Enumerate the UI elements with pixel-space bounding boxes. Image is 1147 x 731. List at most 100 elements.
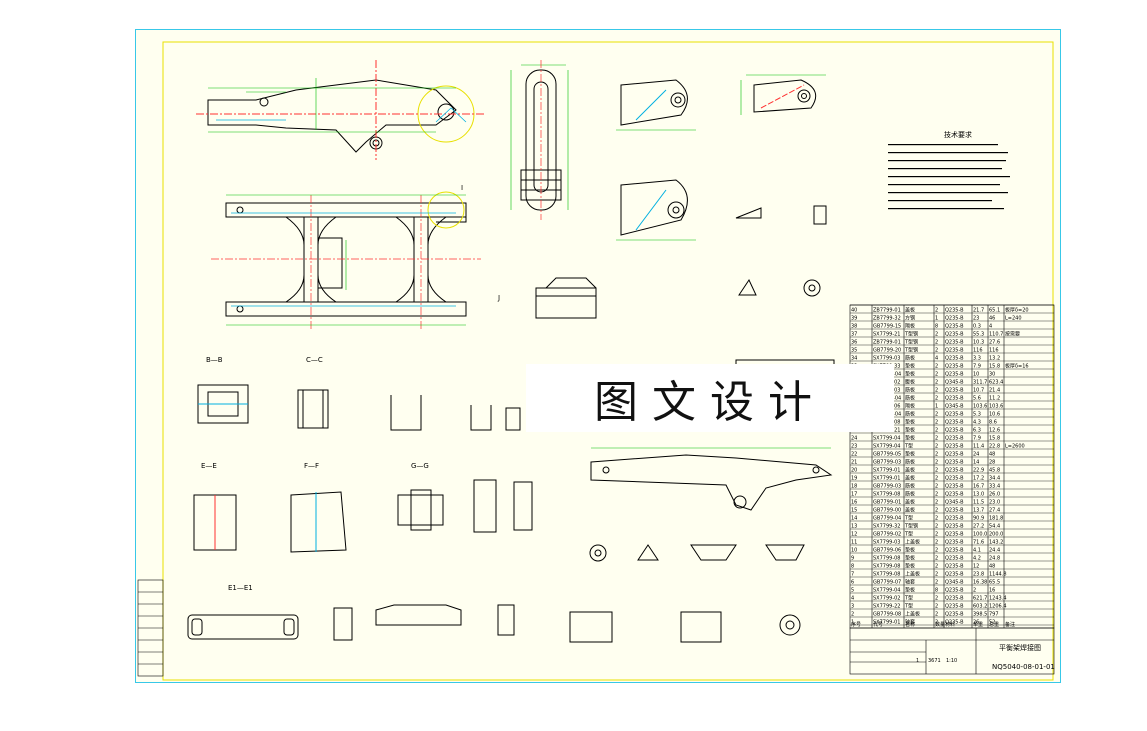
bom-cell: 33.4 — [989, 484, 1000, 490]
section-j-label: J — [497, 294, 500, 302]
bom-cell: 2 — [935, 508, 938, 514]
bom-cell: 27.4 — [989, 508, 1000, 514]
bom-cell: GB7799-02 — [873, 532, 901, 538]
bom-cell: 盖板 — [905, 499, 915, 506]
bom-cell: 8.6 — [989, 420, 997, 426]
bom-cell: 2 — [935, 332, 938, 338]
bom-cell: 垫板 — [905, 547, 915, 554]
bom-cell: Q235-B — [945, 532, 964, 538]
bom-cell: 2 — [935, 388, 938, 394]
bom-cell: ZB7799-32 — [873, 316, 901, 322]
bom-cell: 24.4 — [989, 548, 1000, 554]
bom-cell: 1 — [851, 620, 854, 626]
bom-cell: 垫板 — [905, 363, 915, 370]
bom-cell: 上盖板 — [905, 611, 920, 618]
small-parts — [735, 205, 827, 297]
bom-cell: Q235-B — [945, 516, 964, 522]
weight-value: 3671 — [928, 658, 941, 664]
bom-cell: T型 — [904, 443, 913, 450]
bom-cell: Q235-B — [945, 348, 964, 354]
bom-cell: Q235-B — [945, 308, 964, 314]
bom-cell: Q235-B — [945, 420, 964, 426]
bom-cell: 2 — [935, 540, 938, 546]
bom-cell: 2 — [935, 620, 938, 626]
bom-cell: 2 — [935, 308, 938, 314]
bom-cell: 2 — [973, 588, 976, 594]
bom-cell: 上盖板 — [905, 539, 920, 546]
bom-cell: Q235-B — [945, 540, 964, 546]
bom-cell: 2 — [935, 460, 938, 466]
bom-cell: Q235-B — [945, 476, 964, 482]
bom-cell: 623.4 — [989, 380, 1003, 386]
bom-cell: 22 — [851, 452, 857, 458]
bom-cell: SX7799-03 — [873, 356, 901, 362]
bom-cell: Q235-B — [945, 436, 964, 442]
bom-cell: 40 — [851, 308, 857, 314]
bom-cell: 2 — [935, 612, 938, 618]
bom-cell: 垫板 — [905, 451, 915, 458]
bom-cell: 34 — [851, 356, 857, 362]
bom-cell: 7.9 — [973, 364, 981, 370]
bom-cell: 14 — [851, 516, 857, 522]
bom-cell: GB7799-15 — [873, 324, 901, 330]
bom-header-cell: 总重 — [989, 621, 999, 628]
bom-cell: Q235-B — [945, 372, 964, 378]
bom-cell: 2 — [935, 468, 938, 474]
technical-notes: 技术要求 — [888, 130, 1010, 210]
small-channels — [473, 479, 533, 533]
bom-cell: Q345-B — [945, 580, 964, 586]
bom-cell: 垫板 — [905, 555, 915, 562]
bom-cell: L=2600 — [1005, 444, 1025, 450]
bom-cell: 10.7 — [973, 388, 984, 394]
bom-cell: SX7799-22 — [873, 604, 901, 610]
bom-cell: 15 — [851, 508, 857, 514]
bom-cell: 2 — [935, 572, 938, 578]
bom-cell: 垫板 — [905, 371, 915, 378]
bom-cell: 盖板 — [905, 507, 915, 514]
assembly-name: 平衡架焊接图 — [999, 643, 1041, 652]
bom-cell: 筋板 — [905, 483, 915, 490]
section-e1e1-label: E1—E1 — [228, 584, 253, 592]
bom-cell: 5.3 — [973, 412, 981, 418]
bom-cell: 垫板 — [905, 435, 915, 442]
bom-cell: 2 — [935, 492, 938, 498]
bom-cell: 116 — [989, 348, 999, 354]
bom-cell: Q235-B — [945, 620, 964, 626]
bom-cell: 16 — [851, 500, 857, 506]
bom-cell: 11 — [851, 540, 857, 546]
bom-cell: 24 — [973, 452, 979, 458]
section-bb-label: B—B — [206, 356, 223, 364]
section-ff — [290, 491, 347, 553]
bom-cell: 16 — [989, 588, 995, 594]
bom-cell: T型钢 — [904, 331, 918, 338]
bom-cell: 10 — [973, 372, 979, 378]
bom-cell: SX7799-01 — [873, 468, 901, 474]
bom-cell: 34.4 — [989, 476, 1000, 482]
bom-cell: 10.3 — [973, 340, 984, 346]
bom-cell: 1 — [935, 316, 938, 322]
section-e1e1 — [187, 614, 299, 640]
bom-header-cell: 序号 — [851, 621, 861, 628]
bom-cell: 55.3 — [973, 332, 984, 338]
bom-cell: 26 — [973, 620, 979, 626]
bom-cell: 17 — [851, 492, 857, 498]
bom-cell: 1243.4 — [989, 596, 1007, 602]
bom-cell: 35 — [851, 348, 857, 354]
bom-cell: 15.8 — [989, 364, 1000, 370]
bom-cell: 8 — [935, 588, 938, 594]
bom-cell: 48 — [989, 452, 995, 458]
bom-cell: 90.9 — [973, 516, 984, 522]
bom-cell: 2 — [935, 380, 938, 386]
bom-cell: 2 — [935, 436, 938, 442]
bom-cell: Q345-B — [945, 380, 964, 386]
bom-cell: GB7799-03 — [873, 460, 901, 466]
watermark-text: 图文设计 — [594, 377, 826, 428]
technical-drawing: 技术要求 J — [137, 41, 1055, 681]
balance-arm — [590, 454, 833, 511]
section-bb — [197, 384, 249, 424]
bom-cell: 20 — [851, 468, 857, 474]
bom-cell: GB7799-07 — [873, 580, 901, 586]
bom-cell: 2 — [935, 476, 938, 482]
bom-cell: Q235-B — [945, 364, 964, 370]
bom-cell: 3.3 — [973, 356, 981, 362]
